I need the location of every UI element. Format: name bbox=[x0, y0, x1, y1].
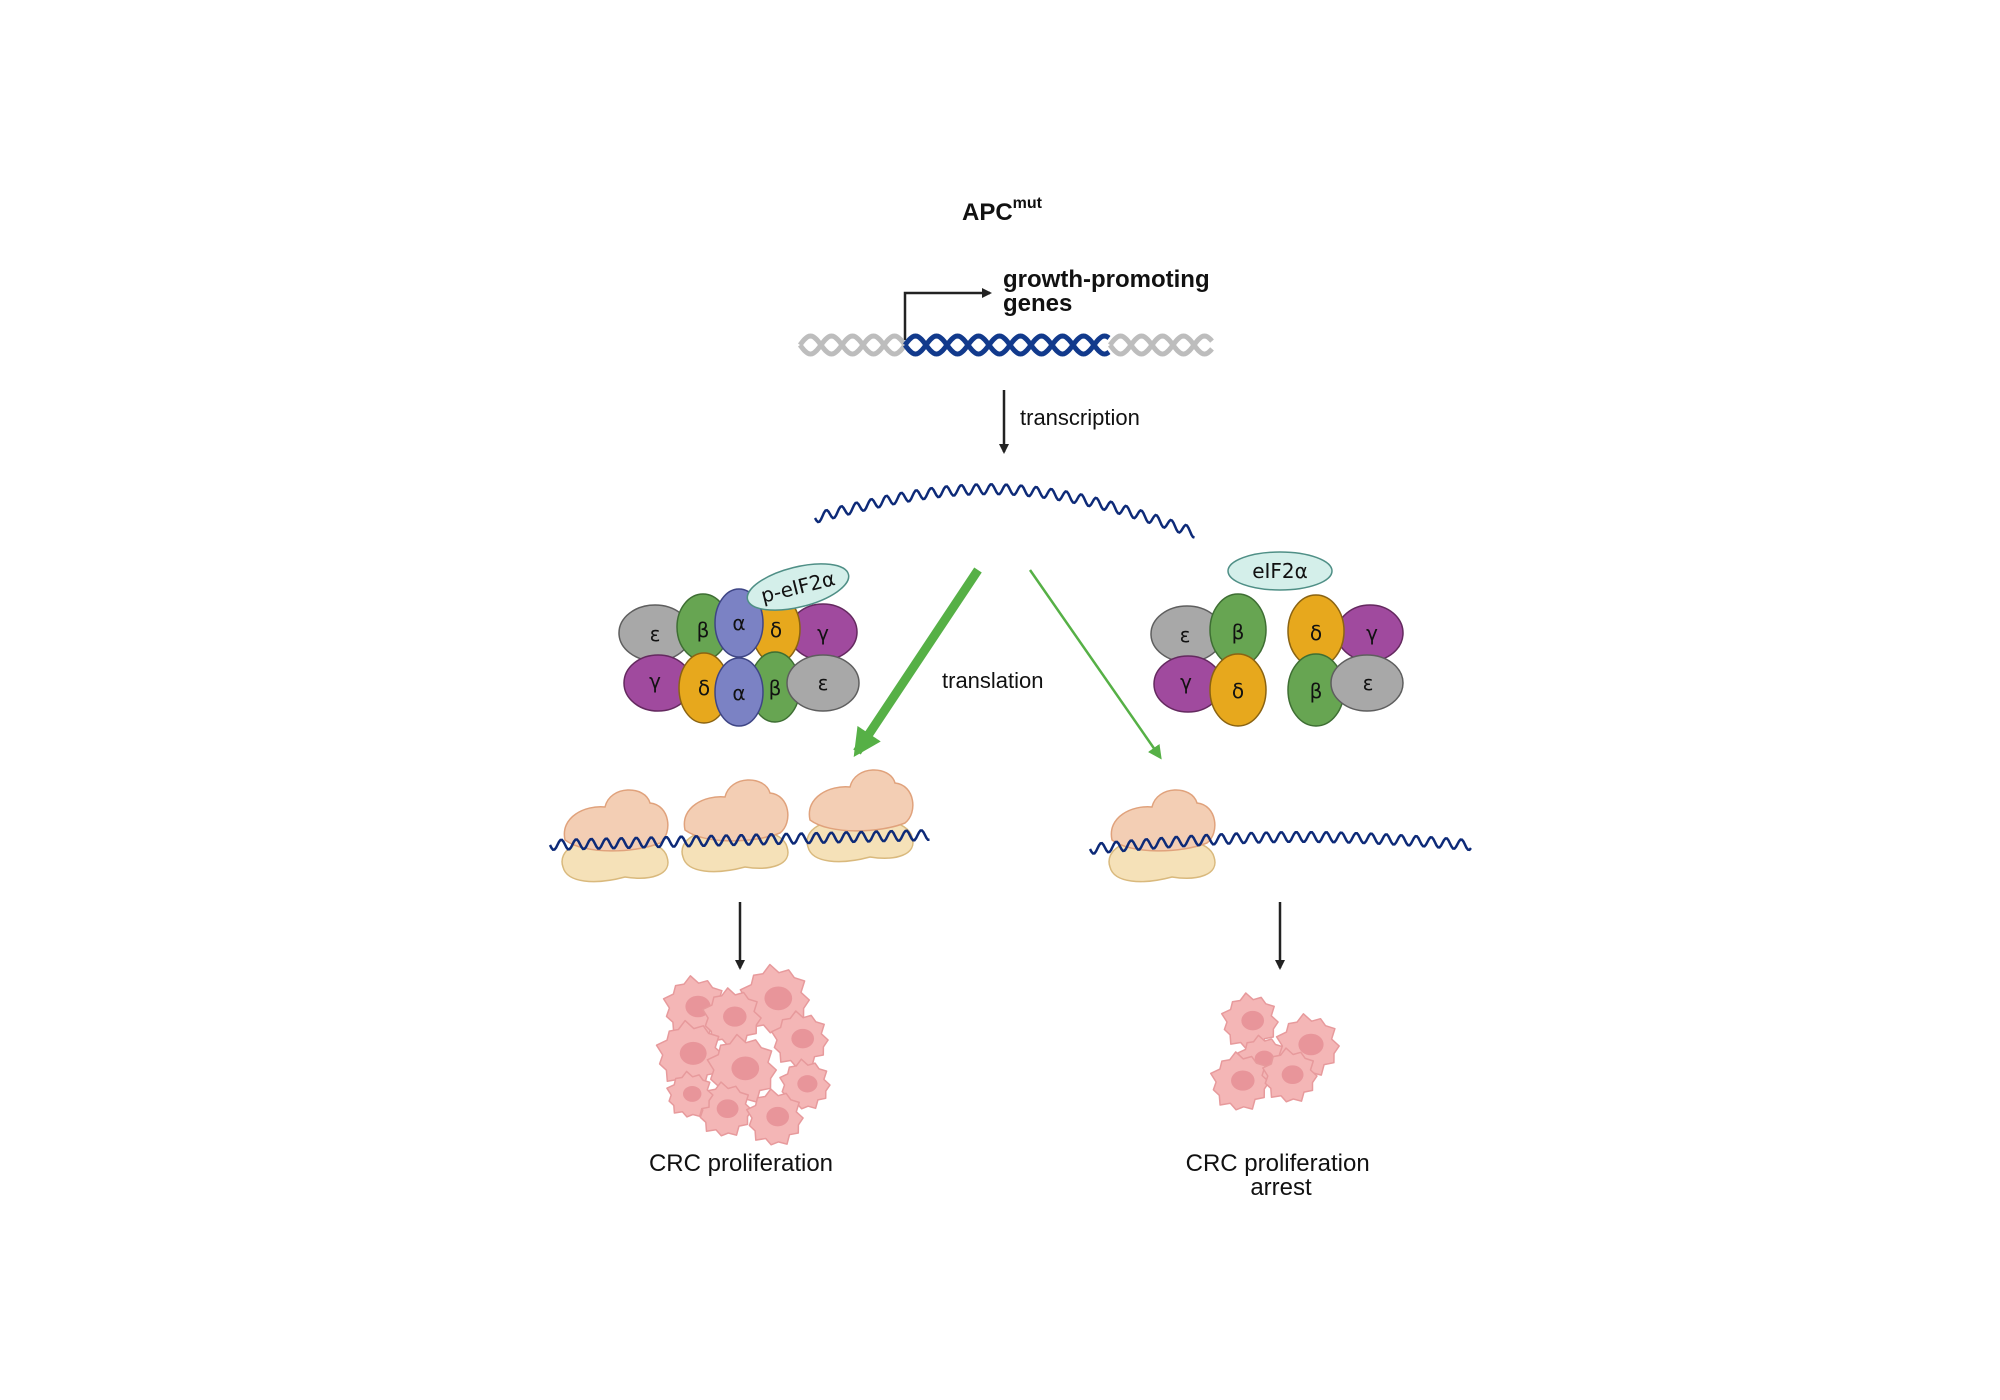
subunit-label: ε bbox=[1180, 623, 1191, 647]
polysome-left bbox=[548, 769, 930, 883]
subunit-label: δ bbox=[698, 676, 710, 700]
subunit-alpha bbox=[714, 657, 764, 727]
subunit-label: ε bbox=[1363, 671, 1374, 695]
eif2a-badge bbox=[1227, 551, 1333, 591]
eif2b-complex-right: eIF2α ε β γ δ δ γ β ε bbox=[1150, 551, 1404, 727]
cell-nucleus bbox=[766, 1106, 790, 1127]
dna-strand bbox=[798, 333, 907, 357]
cell-nucleus bbox=[1298, 1033, 1324, 1056]
cell-cluster-arrest bbox=[1209, 992, 1340, 1111]
subunit-label: δ bbox=[1310, 621, 1322, 645]
subunit-label: β bbox=[1310, 679, 1323, 703]
cell-nucleus bbox=[1281, 1065, 1304, 1085]
subunit-label: γ bbox=[1180, 670, 1192, 694]
subunit-label: β bbox=[697, 618, 710, 642]
cell-nucleus bbox=[1231, 1070, 1255, 1091]
eif2b-complex-left: p-eIF2α ε β α δ γ γ δ α β ε bbox=[618, 563, 860, 727]
transcription-label: transcription bbox=[1020, 405, 1140, 430]
gene-label: growth-promoting genes bbox=[1003, 266, 1216, 317]
subunit-epsilon bbox=[786, 654, 860, 712]
translation-label: translation bbox=[942, 668, 1044, 693]
title-apc: APCmut bbox=[962, 195, 1043, 226]
outcome-label-right: CRC proliferation arrest bbox=[1186, 1150, 1377, 1201]
cell-nucleus bbox=[679, 1041, 707, 1065]
subunit-delta bbox=[1209, 653, 1267, 727]
dna-helix bbox=[798, 333, 1214, 357]
cell-nucleus bbox=[716, 1099, 739, 1119]
ribosome-large-subunit bbox=[683, 779, 789, 842]
subunit-alpha bbox=[714, 588, 764, 658]
subunit-label: γ bbox=[649, 669, 661, 693]
promoter-arrow bbox=[903, 288, 992, 340]
subunit-label: β bbox=[769, 676, 782, 700]
outcome-label-left: CRC proliferation bbox=[649, 1150, 833, 1177]
polysome-right bbox=[1088, 789, 1472, 883]
ribosome-large-subunit bbox=[808, 769, 914, 832]
subunit-label: δ bbox=[770, 618, 782, 642]
subunit-epsilon bbox=[1330, 654, 1404, 712]
subunit-label: γ bbox=[817, 621, 829, 645]
subunit-label: δ bbox=[1232, 679, 1244, 703]
cell-nucleus bbox=[682, 1085, 702, 1102]
subunit-label: β bbox=[1232, 620, 1245, 644]
subunit-label: α bbox=[732, 611, 745, 635]
mrna-strand bbox=[1088, 831, 1472, 855]
cell-nucleus bbox=[797, 1075, 818, 1093]
dna-strand bbox=[1108, 333, 1214, 357]
cell-nucleus bbox=[1254, 1050, 1274, 1068]
p-eif2a-badge bbox=[746, 563, 850, 611]
mrna-strand bbox=[813, 483, 1195, 539]
dna-strand bbox=[903, 333, 1111, 357]
subunit-label: γ bbox=[1366, 621, 1378, 645]
cell-nucleus bbox=[731, 1056, 760, 1081]
translation-arrow-low bbox=[1028, 569, 1162, 760]
subunit-label: ε bbox=[650, 622, 661, 646]
cell-nucleus bbox=[1241, 1010, 1265, 1031]
cell-nucleus bbox=[723, 1006, 747, 1027]
ribosome-large-subunit bbox=[1110, 789, 1216, 852]
eif2a-label: eIF2α bbox=[1252, 559, 1308, 583]
cell-nucleus bbox=[791, 1028, 815, 1049]
subunit-label: ε bbox=[818, 671, 829, 695]
dna-strand bbox=[903, 333, 1111, 357]
subunit-label: α bbox=[732, 681, 745, 705]
ribosome-large-subunit bbox=[563, 789, 669, 852]
cell-cluster-proliferation bbox=[655, 963, 831, 1146]
translation-arrow-high bbox=[853, 567, 982, 757]
dna-strand bbox=[798, 333, 907, 357]
mrna-strand bbox=[548, 829, 930, 851]
cell-nucleus bbox=[764, 986, 793, 1011]
